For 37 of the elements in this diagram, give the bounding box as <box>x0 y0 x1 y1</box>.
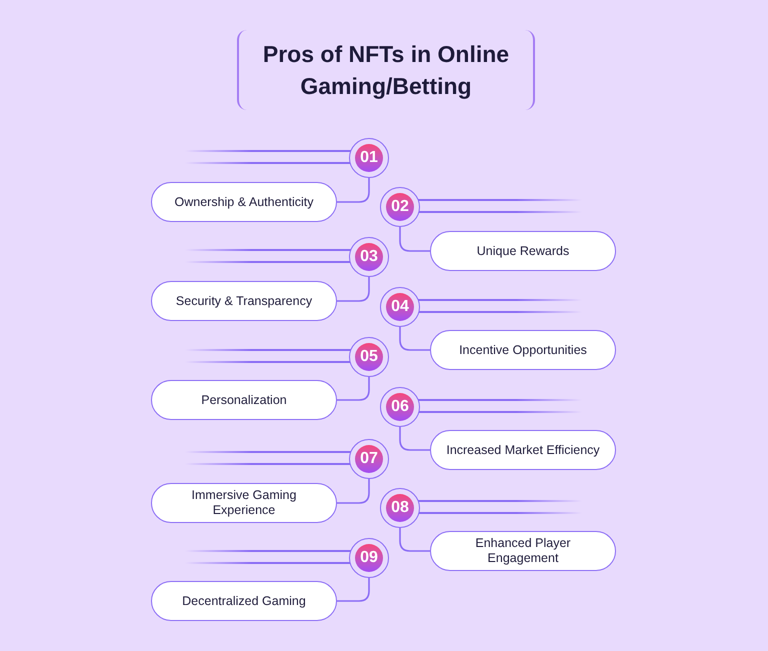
connector-line <box>337 578 370 602</box>
pill-label: Ownership & Authenticity <box>174 194 314 210</box>
step-number: 09 <box>360 550 378 566</box>
connector-line <box>399 528 430 552</box>
pill-label: Security & Transparency <box>176 294 312 308</box>
connector-line <box>337 377 370 401</box>
connector-line <box>399 427 430 451</box>
label-pill <box>151 581 337 621</box>
step-number: 02 <box>391 199 409 215</box>
label-pill <box>430 531 616 571</box>
label-pill <box>151 281 337 321</box>
label-pill <box>430 231 616 271</box>
label-pill <box>151 380 337 420</box>
pill-label: Personalization <box>201 392 287 408</box>
connector-line <box>399 227 430 252</box>
pill-label: Enhanced Player Engagement <box>474 536 572 566</box>
step-number: 08 <box>391 500 409 516</box>
label-pill <box>151 483 337 523</box>
step-number: 07 <box>360 451 378 467</box>
step-number: 06 <box>391 399 409 415</box>
title: Pros of NFTs in Online Gaming/Betting <box>262 40 510 101</box>
connector-line <box>399 327 430 351</box>
label-pill <box>151 182 337 222</box>
pill-label: Increased Market Efficiency <box>446 442 600 458</box>
connector-line <box>337 479 370 504</box>
step-number: 04 <box>391 299 409 315</box>
label-pill <box>430 430 616 470</box>
pill-label: Decentralized Gaming <box>182 594 306 608</box>
connector-line <box>337 178 370 203</box>
step-number: 05 <box>360 349 378 365</box>
connector-line <box>337 277 370 302</box>
label-pill <box>430 330 616 370</box>
step-number: 01 <box>360 150 378 166</box>
pill-label: Unique Rewards <box>476 244 570 258</box>
pill-label: Incentive Opportunities <box>459 342 587 358</box>
step-number: 03 <box>360 249 378 265</box>
pill-label: Immersive Gaming Experience <box>190 488 298 518</box>
